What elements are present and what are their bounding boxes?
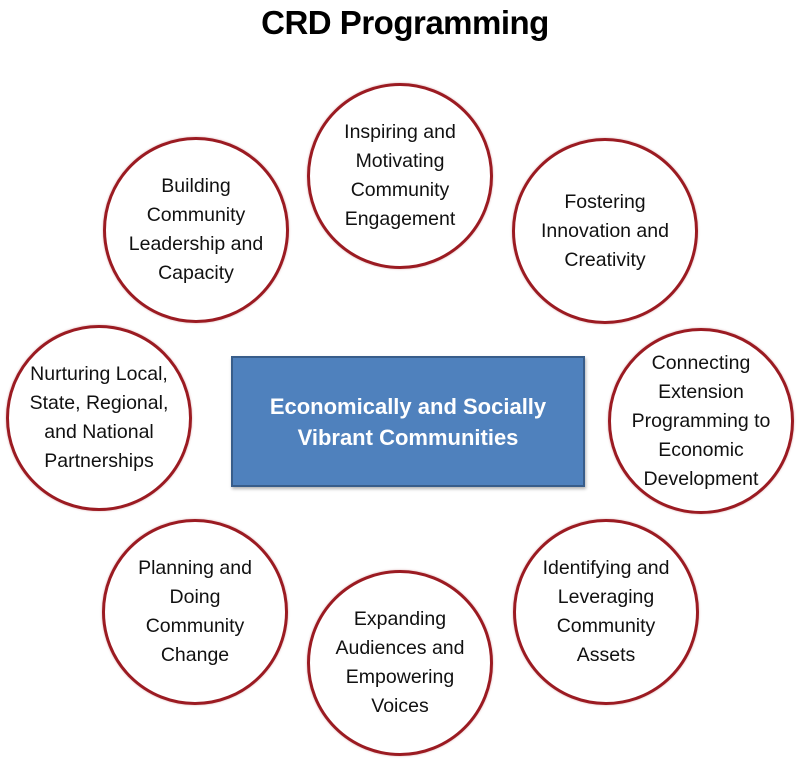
circle-right: Connecting Extension Programming to Econ…: [608, 328, 794, 514]
circle-top-left: Building Community Leadership and Capaci…: [103, 137, 289, 323]
circle-label: Connecting Extension Programming to Econ…: [631, 351, 771, 490]
circle-label: Nurturing Local, State, Regional, and Na…: [29, 363, 169, 472]
circle-label: Fostering Innovation and Creativity: [541, 190, 669, 271]
circle-label: Inspiring and Motivating Community Engag…: [344, 121, 456, 230]
circle-label: Expanding Audiences and Empowering Voice…: [335, 608, 465, 717]
circle-label: Building Community Leadership and Capaci…: [128, 175, 264, 284]
center-label: Economically and Socially Vibrant Commun…: [269, 393, 547, 450]
diagram-title: CRD Programming: [261, 4, 549, 41]
center-box: Economically and Socially Vibrant Commun…: [231, 356, 585, 487]
circle-bottom-right: Identifying and Leveraging Community Ass…: [513, 519, 699, 705]
circle-bottom-left: Planning and Doing Community Change: [102, 519, 288, 705]
circle-top: Inspiring and Motivating Community Engag…: [307, 83, 493, 269]
circle-bottom: Expanding Audiences and Empowering Voice…: [307, 570, 493, 756]
circle-label: Identifying and Leveraging Community Ass…: [542, 557, 670, 666]
circle-top-right: Fostering Innovation and Creativity: [512, 138, 698, 324]
circle-label: Planning and Doing Community Change: [138, 557, 252, 666]
circle-left: Nurturing Local, State, Regional, and Na…: [6, 325, 192, 511]
